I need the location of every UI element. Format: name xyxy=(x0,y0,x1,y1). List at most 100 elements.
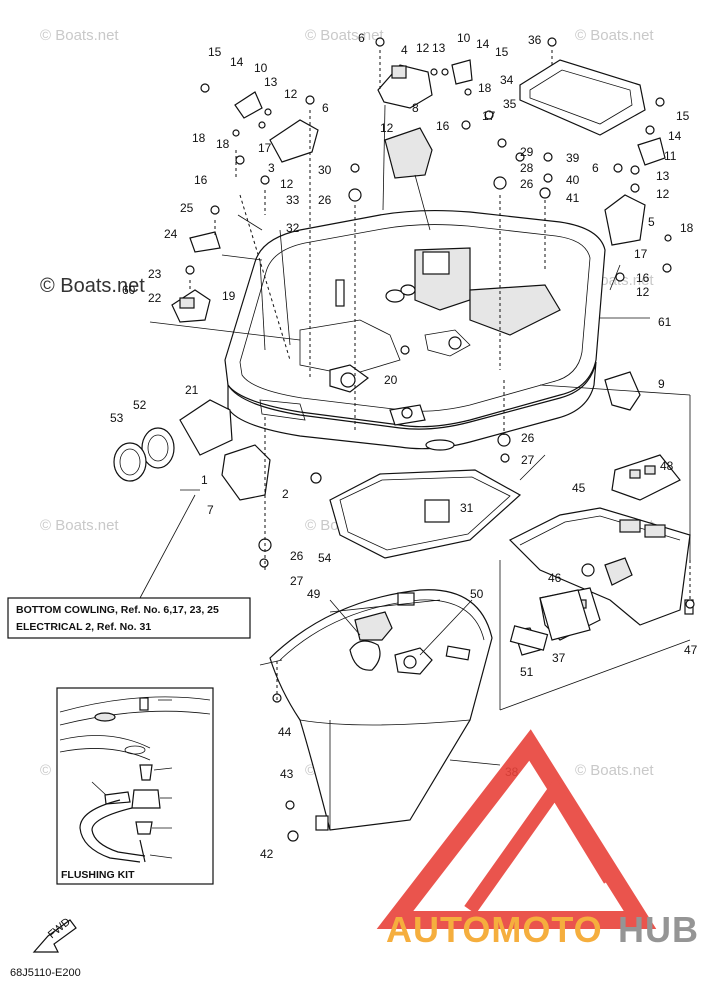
watermark: © Boats.net xyxy=(305,27,384,44)
callout-60: 60 xyxy=(122,283,136,297)
lower-apron xyxy=(269,589,493,831)
callout-16: 16 xyxy=(194,173,208,187)
callout-25: 25 xyxy=(180,201,194,215)
callout-43: 43 xyxy=(280,767,294,781)
callout-45: 45 xyxy=(572,481,586,495)
callout-18: 18 xyxy=(680,221,694,235)
callout-8: 8 xyxy=(412,101,419,115)
callout-50: 50 xyxy=(470,587,484,601)
callout-12: 12 xyxy=(280,177,294,191)
callout-53: 53 xyxy=(110,411,124,425)
callout-13: 13 xyxy=(432,41,446,55)
flushing-kit-inset: FLUSHING KIT xyxy=(56,687,214,885)
callout-37: 37 xyxy=(552,651,566,665)
callout-18: 18 xyxy=(478,81,492,95)
callout-46: 46 xyxy=(548,571,562,585)
callout-54: 54 xyxy=(318,551,332,565)
callout-51: 51 xyxy=(520,665,534,679)
callout-14: 14 xyxy=(230,55,244,69)
callout-15: 15 xyxy=(495,45,509,59)
automotohub-logo: AUTOMOTO HUB xyxy=(376,729,699,950)
callout-12: 12 xyxy=(284,87,298,101)
callout-17: 17 xyxy=(258,141,272,155)
callout-6: 6 xyxy=(322,101,329,115)
diagram-code: 68J5110-E200 xyxy=(10,967,81,979)
callout-26: 26 xyxy=(290,549,304,563)
flushing-kit-label: FLUSHING KIT xyxy=(61,869,135,881)
callout-17: 17 xyxy=(482,109,496,123)
callout-27: 27 xyxy=(521,453,535,467)
callout-47: 47 xyxy=(684,643,698,657)
callout-16: 16 xyxy=(636,271,650,285)
callout-48: 48 xyxy=(660,459,674,473)
callout-30: 30 xyxy=(318,163,332,177)
callout-31: 31 xyxy=(460,501,474,515)
callout-6: 6 xyxy=(592,161,599,175)
callout-labels: 6 4 12 13 10 14 15 36 34 15 14 10 13 12 … xyxy=(76,31,698,865)
callout-29: 29 xyxy=(520,145,534,159)
callout-36: 36 xyxy=(528,33,542,47)
watermark: © Boats.net xyxy=(40,517,119,534)
callout-39: 39 xyxy=(566,151,580,165)
callout-32: 32 xyxy=(286,221,300,235)
callout-41: 41 xyxy=(566,191,580,205)
small-parts xyxy=(113,59,666,651)
callout-35: 35 xyxy=(503,97,517,111)
watermark: © Boats.net xyxy=(575,27,654,44)
callout-52: 52 xyxy=(133,398,147,412)
callout-26: 26 xyxy=(521,431,535,445)
callout-6: 6 xyxy=(358,31,365,45)
watermark: © Boats.net xyxy=(40,27,119,44)
callout-19: 19 xyxy=(222,289,236,303)
callout-14: 14 xyxy=(668,129,682,143)
callout-18: 18 xyxy=(216,137,230,151)
callout-4: 4 xyxy=(401,43,408,57)
callout-12: 12 xyxy=(656,187,670,201)
brand-part1: AUTOMOTO xyxy=(386,909,603,950)
callout-23: 23 xyxy=(148,267,162,281)
callout-9: 9 xyxy=(658,377,665,391)
watermark-large: © Boats.net xyxy=(40,275,145,297)
callout-26: 26 xyxy=(520,177,534,191)
seals xyxy=(329,454,681,559)
reference-line-2: ELECTRICAL 2, Ref. No. 31 xyxy=(16,621,151,633)
callout-11: 11 xyxy=(664,149,677,163)
callout-13: 13 xyxy=(656,169,670,183)
callout-61: 61 xyxy=(658,315,672,329)
watermark: © Boats.net xyxy=(575,762,654,779)
callout-16: 16 xyxy=(436,119,450,133)
callout-22: 22 xyxy=(148,291,162,305)
callout-3: 3 xyxy=(268,161,275,175)
callout-42: 42 xyxy=(260,847,274,861)
callout-14: 14 xyxy=(476,37,490,51)
callout-28: 28 xyxy=(520,161,534,175)
callout-34: 34 xyxy=(500,73,514,87)
callout-15: 15 xyxy=(676,109,690,123)
callout-2: 2 xyxy=(282,487,289,501)
callout-12: 12 xyxy=(380,121,394,135)
callout-20: 20 xyxy=(384,373,398,387)
callout-12: 12 xyxy=(636,285,650,299)
callout-40: 40 xyxy=(566,173,580,187)
fwd-arrow-icon: FWD xyxy=(32,916,77,953)
callout-1: 1 xyxy=(201,473,208,487)
reference-box: BOTTOM COWLING, Ref. No. 6,17, 23, 25 EL… xyxy=(7,597,251,639)
bottom-cowling xyxy=(224,209,606,451)
callout-33: 33 xyxy=(286,193,300,207)
brand-part2: HUB xyxy=(618,909,699,950)
callout-18: 18 xyxy=(192,131,206,145)
callout-49: 49 xyxy=(307,587,321,601)
callout-5: 5 xyxy=(648,215,655,229)
callout-12: 12 xyxy=(416,41,430,55)
callout-13: 13 xyxy=(264,75,278,89)
callout-24: 24 xyxy=(164,227,178,241)
callout-26: 26 xyxy=(318,193,332,207)
callout-21: 21 xyxy=(185,383,199,397)
leader-lines xyxy=(139,50,691,766)
callout-44: 44 xyxy=(278,725,292,739)
callout-10: 10 xyxy=(254,61,268,75)
callout-17: 17 xyxy=(634,247,648,261)
callout-10: 10 xyxy=(457,31,471,45)
callout-15: 15 xyxy=(208,45,222,59)
